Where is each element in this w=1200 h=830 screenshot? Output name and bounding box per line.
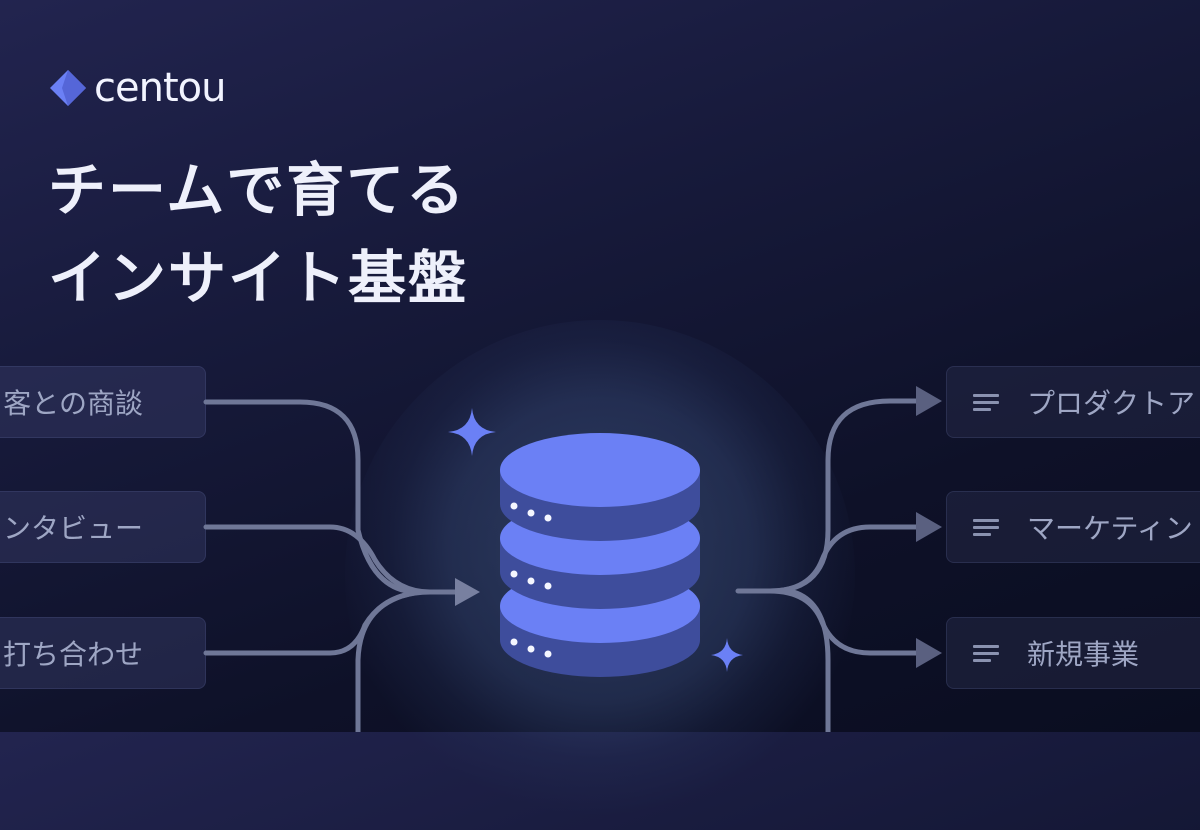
connector-line [203, 589, 433, 656]
input-card: 客との商談 [0, 366, 206, 438]
connector-line [735, 398, 923, 594]
status-dot [510, 502, 518, 510]
diamond-logo-icon [50, 70, 86, 106]
input-connectors [203, 399, 463, 732]
output-card: マーケティン [946, 491, 1200, 563]
sparkle-icon [448, 408, 496, 456]
database-icon [500, 433, 700, 677]
database-tier [500, 433, 700, 541]
sparkle-icon [711, 638, 743, 672]
input-label: ンタビュー [2, 512, 143, 545]
list-lines-icon [973, 515, 999, 540]
headline-line-1: チームで育てる [48, 156, 467, 224]
connector-line [203, 399, 463, 595]
list-lines-icon [973, 390, 999, 415]
status-dot [510, 570, 518, 578]
output-label: プロダクトア [1027, 387, 1196, 420]
status-dot [527, 509, 535, 517]
output-label: 新規事業 [1027, 638, 1140, 671]
status-dot [544, 582, 552, 590]
connector-line [767, 588, 923, 656]
brand-name: centou [94, 65, 226, 111]
output-label: マーケティン [1027, 512, 1193, 545]
input-label: 打ち合わせ [2, 638, 143, 671]
flow-diagram [203, 386, 942, 732]
input-card: ンタビュー [0, 491, 206, 563]
brand-logo: centou [48, 65, 226, 111]
arrow-head-icon [916, 512, 942, 542]
list-lines-icon [973, 641, 999, 666]
status-dot [510, 638, 518, 646]
status-dot [527, 645, 535, 653]
arrow-head-icon [455, 578, 480, 606]
status-dot [544, 514, 552, 522]
status-dot [544, 650, 552, 658]
status-dot [527, 577, 535, 585]
connector-line [355, 589, 423, 732]
connector-line [787, 588, 831, 732]
arrow-head-icon [916, 638, 942, 668]
connector-line [203, 524, 433, 595]
output-connectors [735, 398, 923, 732]
headline: チームで育てる インサイト基盤 [48, 146, 468, 322]
output-card: 新規事業 [946, 617, 1200, 689]
headline-line-2: インサイト基盤 [48, 244, 469, 312]
arrow-head-icon [916, 386, 942, 416]
input-label: 客との商談 [3, 387, 143, 420]
output-card: プロダクトア [946, 366, 1200, 438]
input-card: 打ち合わせ [0, 617, 206, 689]
connector-line [767, 524, 923, 594]
